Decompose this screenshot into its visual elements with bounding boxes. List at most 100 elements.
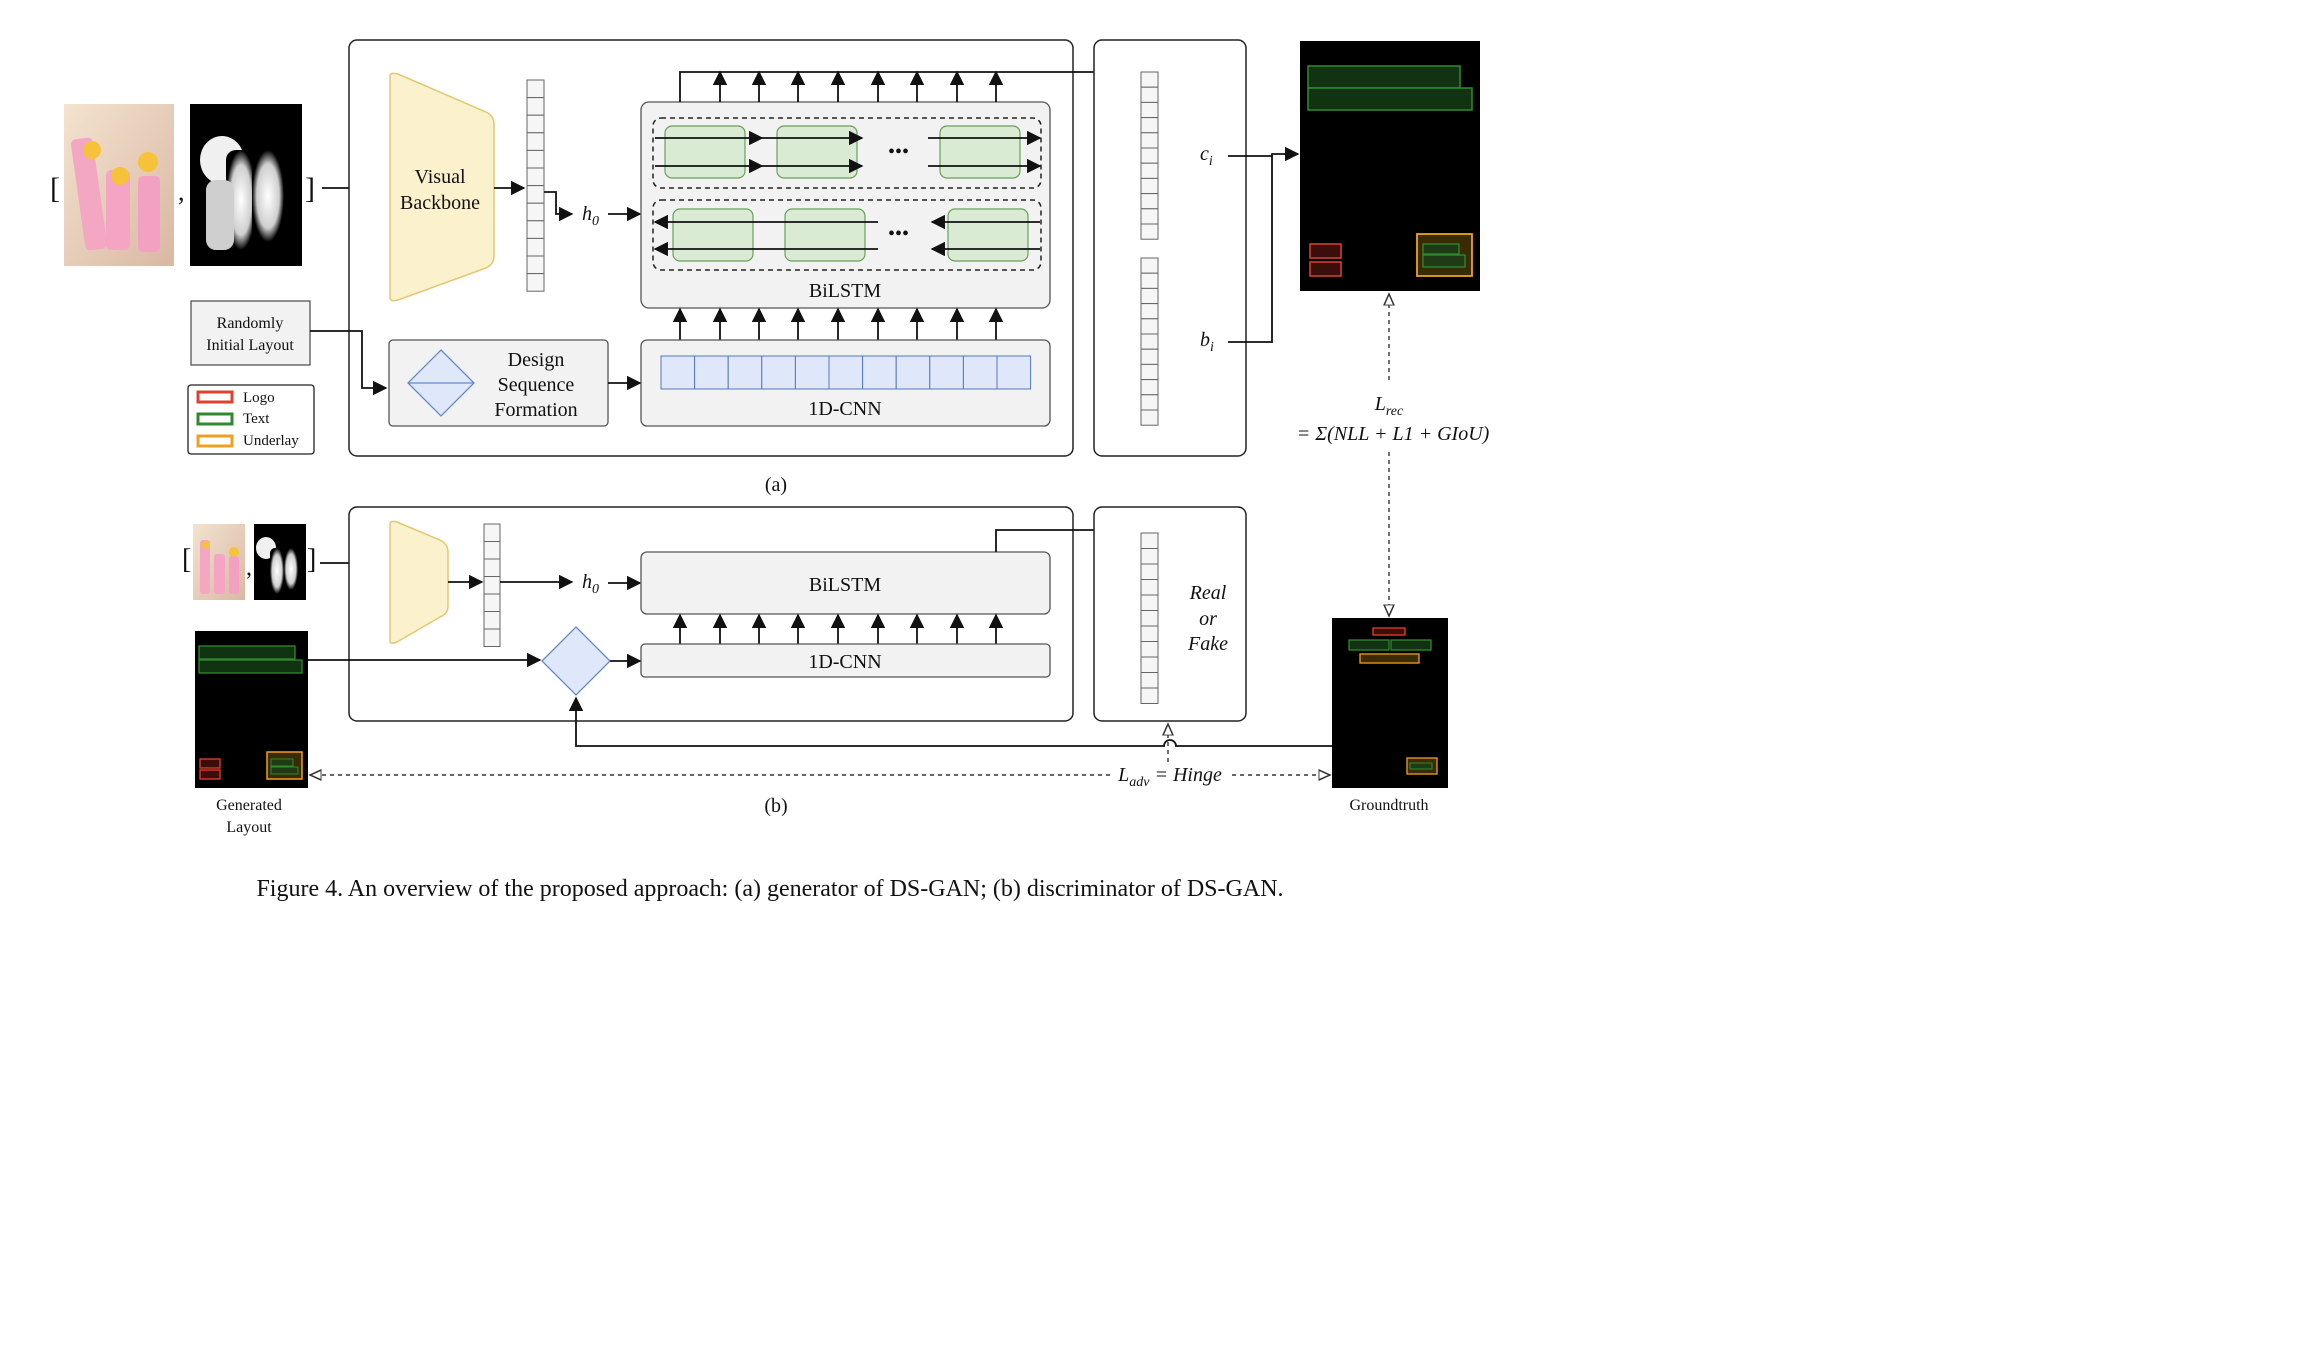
arrow-groundtruth-to-diamond bbox=[568, 696, 1332, 747]
random-layout-line1: Randomly bbox=[217, 315, 284, 332]
arrow-ci-to-layout bbox=[1228, 146, 1300, 162]
bi-cell bbox=[1140, 287, 1159, 305]
legend-underlay-label: Underlay bbox=[243, 433, 299, 449]
generated-label-line1: Generated bbox=[216, 797, 282, 814]
bi-name: b bbox=[1200, 329, 1210, 351]
legend-text-swatch bbox=[196, 412, 234, 426]
ci-cell bbox=[1140, 162, 1159, 179]
feature-cell-b bbox=[483, 611, 501, 630]
legend-logo-swatch bbox=[196, 390, 234, 404]
sequence-cell bbox=[794, 355, 830, 390]
fake-label: Fake bbox=[1187, 633, 1228, 655]
sequence-cell bbox=[929, 355, 964, 390]
ladv-label: Ladv = Hinge bbox=[1117, 764, 1222, 790]
predicted-layout bbox=[1300, 41, 1480, 291]
bi-cell bbox=[1140, 318, 1159, 335]
disc-cell bbox=[1140, 579, 1159, 596]
cnn-to-bilstm-arrows-b bbox=[672, 613, 1004, 644]
bilstm-label-a: BiLSTM bbox=[809, 280, 881, 302]
comma-b: , bbox=[246, 555, 252, 581]
bracket-left-a: [ bbox=[50, 172, 60, 205]
feature-cell-b bbox=[483, 628, 501, 647]
ci-cell bbox=[1140, 193, 1159, 210]
feature-cell-a bbox=[526, 220, 545, 239]
bi-cell bbox=[1140, 348, 1159, 365]
ci-cell bbox=[1140, 208, 1159, 225]
bilstm-block-b bbox=[640, 551, 1051, 615]
feature-cell-b bbox=[483, 576, 501, 595]
lrec-name: L bbox=[1374, 393, 1386, 415]
feature-cell-b bbox=[483, 558, 501, 577]
design-label-line3: Formation bbox=[494, 399, 577, 421]
lstm-cell bbox=[939, 125, 1021, 179]
feature-vector-b bbox=[483, 523, 501, 647]
sequence-cell bbox=[727, 355, 763, 390]
disc-cell bbox=[1140, 548, 1159, 565]
visual-backbone-line1: Visual bbox=[414, 166, 465, 188]
ci-cell bbox=[1140, 71, 1159, 88]
saliency-map-a bbox=[190, 104, 302, 266]
bi-cell bbox=[1140, 303, 1159, 320]
sequence-cell bbox=[862, 355, 897, 390]
lrec-label: Lrec bbox=[1374, 393, 1404, 419]
disc-cell bbox=[1140, 687, 1159, 704]
visual-backbone-shape bbox=[389, 72, 495, 302]
bi-cell bbox=[1140, 379, 1159, 396]
bi-label: bi bbox=[1200, 329, 1214, 355]
h0-b-name: h bbox=[582, 571, 592, 593]
real-label: Real bbox=[1189, 582, 1227, 604]
panel-b-label: (b) bbox=[764, 795, 787, 817]
groundtruth-layout-canvas bbox=[1332, 618, 1448, 788]
ci-cell bbox=[1140, 147, 1159, 164]
disc-cell bbox=[1140, 625, 1159, 642]
bi-cell bbox=[1140, 257, 1159, 274]
feature-cell-a bbox=[526, 167, 545, 187]
legend-text: Text bbox=[196, 411, 270, 427]
ci-sub: i bbox=[1209, 154, 1213, 169]
lstm-cell bbox=[784, 208, 866, 262]
bracket-right-b: ] bbox=[307, 544, 316, 575]
ellipsis-backward: ••• bbox=[888, 223, 909, 245]
output-head-container bbox=[1093, 39, 1247, 457]
feature-cell-a bbox=[526, 132, 545, 151]
arrow-features-to-h0 bbox=[544, 191, 574, 222]
bi-cell bbox=[1140, 394, 1159, 411]
feature-cell-b bbox=[483, 541, 501, 560]
legend-logo-label: Logo bbox=[243, 390, 275, 406]
feature-cell-a bbox=[526, 149, 545, 169]
saliency-map-b bbox=[254, 524, 306, 600]
legend-underlay: Underlay bbox=[196, 433, 299, 449]
diamond-icon-a bbox=[407, 349, 475, 417]
ci-cell bbox=[1140, 117, 1159, 134]
arrow-random-to-design bbox=[310, 330, 388, 396]
h0-label-a: h0 bbox=[582, 203, 599, 229]
ci-cell bbox=[1140, 177, 1159, 195]
bi-sub: i bbox=[1210, 340, 1214, 355]
feature-cell-b bbox=[483, 523, 501, 542]
legend-text-label: Text bbox=[243, 411, 270, 427]
lstm-cells bbox=[653, 125, 1042, 262]
random-layout-line2: Initial Layout bbox=[206, 337, 294, 354]
ladv-sub: adv bbox=[1129, 775, 1150, 790]
ds-gan-diagram: [ , ] Visual Backbone h0 ••• ••• BiLSTM bbox=[50, 39, 1490, 902]
bilstm-label-b: BiLSTM bbox=[809, 574, 881, 596]
bi-vector bbox=[1140, 257, 1159, 426]
feature-cell-a bbox=[526, 255, 545, 275]
ellipsis-forward: ••• bbox=[888, 141, 909, 163]
figure-caption: Figure 4. An overview of the proposed ap… bbox=[256, 876, 1283, 902]
feature-cell-a bbox=[526, 237, 545, 257]
ci-cell bbox=[1140, 101, 1159, 119]
disc-cell bbox=[1140, 656, 1159, 673]
h0-a-sub: 0 bbox=[592, 214, 599, 229]
sequence-cell bbox=[761, 355, 796, 390]
sequence-cell bbox=[694, 355, 729, 390]
ci-cell bbox=[1140, 86, 1159, 103]
ci-cell bbox=[1140, 223, 1159, 240]
groundtruth-label: Groundtruth bbox=[1349, 797, 1428, 814]
feature-vector-a bbox=[526, 79, 545, 292]
feature-cell-a bbox=[526, 97, 545, 116]
h0-a-name: h bbox=[582, 203, 592, 225]
feature-cell-a bbox=[526, 79, 545, 99]
lstm-cell bbox=[947, 208, 1029, 262]
cnn-label-a: 1D-CNN bbox=[808, 398, 881, 420]
